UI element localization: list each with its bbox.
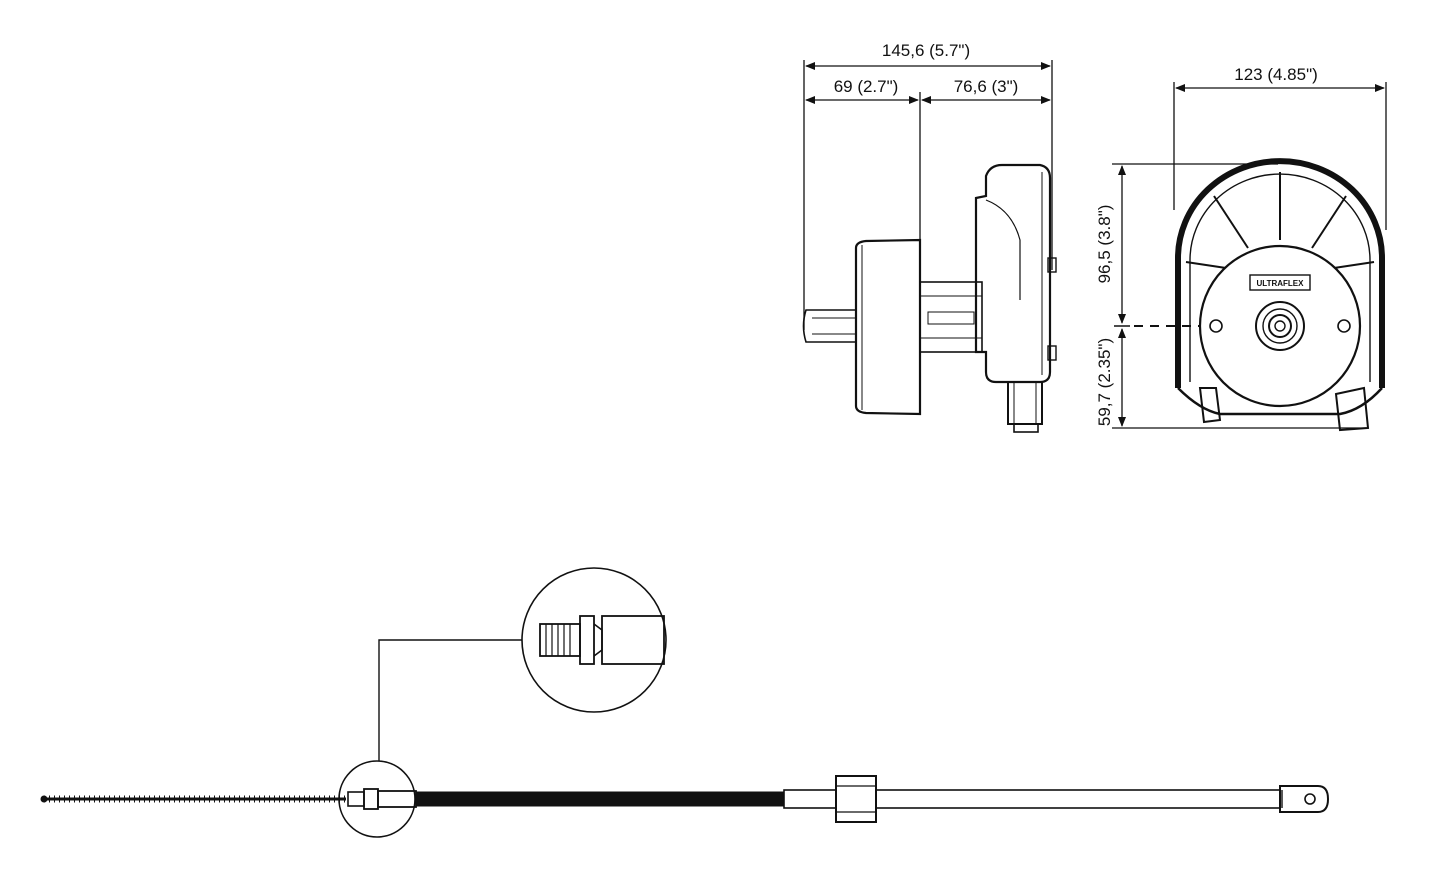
output-rod (875, 789, 1281, 809)
hex-nut (835, 775, 877, 823)
end-fitting-body (377, 790, 417, 808)
rod-eye-end (1279, 785, 1330, 813)
left-fitting (1198, 387, 1222, 424)
steering-cable (40, 775, 1330, 823)
end-fitting-collar (363, 788, 379, 810)
detail-collar (579, 615, 595, 665)
mount-hole-left (1209, 319, 1223, 333)
face-plate (1198, 244, 1362, 408)
overall-width-label: 145,6 (5.7") (882, 41, 970, 60)
housing-bottom (1177, 387, 1383, 416)
upper-height-label: 96,5 (3.8") (1095, 205, 1114, 284)
detail-fitting (539, 615, 665, 665)
hub-outer (1255, 301, 1305, 351)
end-fitting-thread (347, 791, 365, 807)
hub-center (1274, 320, 1286, 332)
front-width-label: 123 (4.85") (1234, 65, 1318, 84)
detail-marker-circle (338, 760, 416, 838)
gear-housing (974, 163, 1052, 384)
detail-zoom-circle (521, 567, 667, 713)
brand-plate (1249, 274, 1311, 291)
housing-contour (985, 199, 1021, 300)
detail-body (601, 615, 665, 665)
cable-outlet-tip (1013, 423, 1039, 433)
detail-callout (338, 567, 667, 838)
front-bezel (854, 238, 922, 416)
rib-5 (1333, 261, 1375, 269)
detail-groove (593, 623, 603, 657)
lower-height-label: 59,7 (2.35") (1095, 338, 1114, 426)
brand-label: ULTRAFLEX (1257, 279, 1305, 288)
left-width-label: 69 (2.7") (834, 77, 899, 96)
rod-eye-hole (1304, 793, 1316, 805)
rib-3 (1311, 195, 1347, 249)
rib-4 (1185, 261, 1227, 269)
right-fitting (1334, 386, 1370, 432)
hub-middle (1262, 308, 1298, 344)
cable-core-tip (40, 795, 48, 803)
right-width-label: 76,6 (3") (954, 77, 1019, 96)
mount-hole-right (1337, 319, 1351, 333)
neck-slot (927, 311, 975, 325)
leader-line (378, 639, 522, 761)
mounting-neck (919, 281, 983, 353)
cable-outlet-nut (1007, 381, 1043, 425)
housing-stud-bottom (1047, 345, 1057, 361)
rod-sleeve (783, 789, 837, 809)
steering-shaft (802, 309, 857, 343)
front-view (1112, 82, 1387, 432)
hub-inner (1268, 314, 1292, 338)
rib-2 (1213, 195, 1249, 249)
side-view (802, 60, 1057, 433)
housing-outline (1175, 158, 1385, 388)
cable-sheath (415, 791, 785, 807)
housing-stud-top (1047, 257, 1057, 273)
